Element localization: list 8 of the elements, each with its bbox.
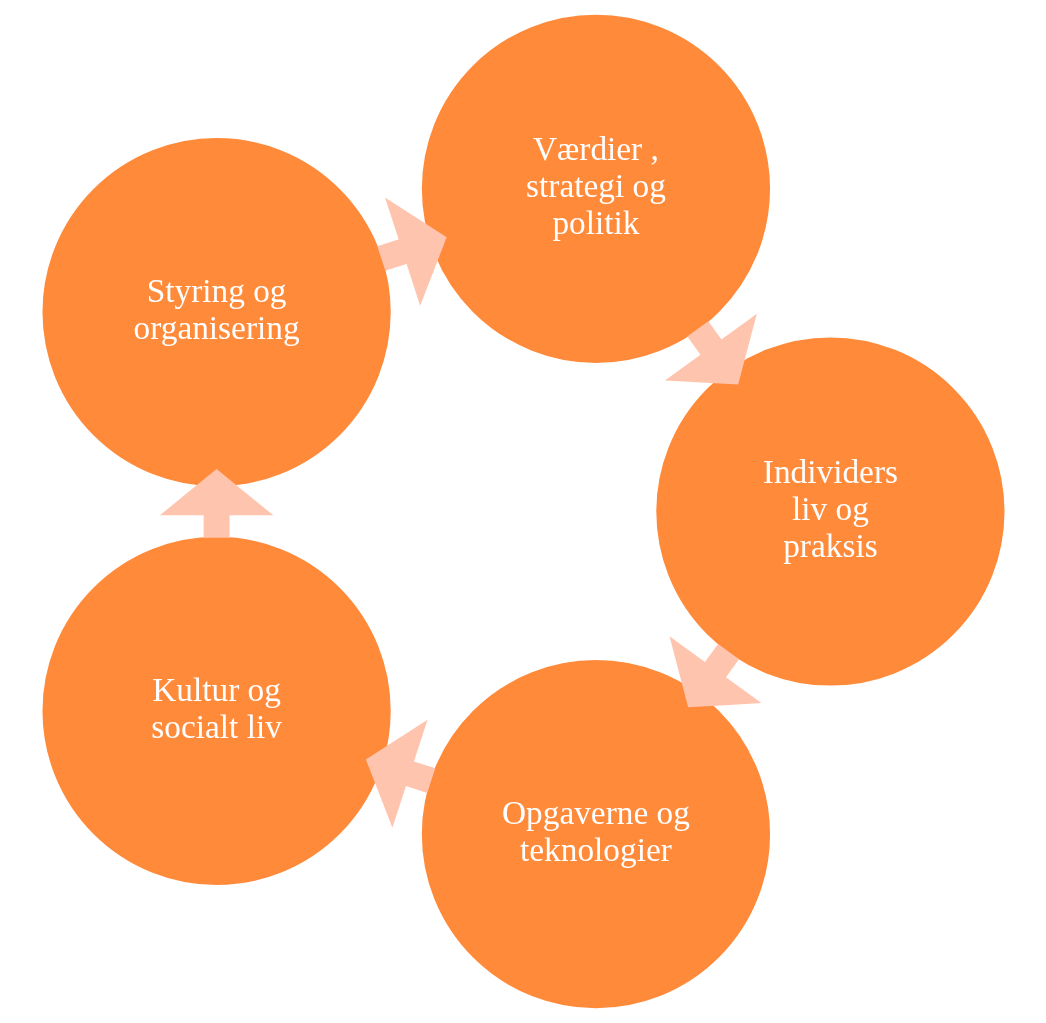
node-circle: Kultur og socialt liv [42,536,391,886]
arrow [664,313,757,385]
node-circle: Styring og organisering [42,137,391,487]
arrow [365,719,435,828]
arrow [376,197,447,306]
arrow [159,469,273,538]
arrow [668,636,761,708]
node-circle: Opgaverne og teknologier [421,660,770,1009]
